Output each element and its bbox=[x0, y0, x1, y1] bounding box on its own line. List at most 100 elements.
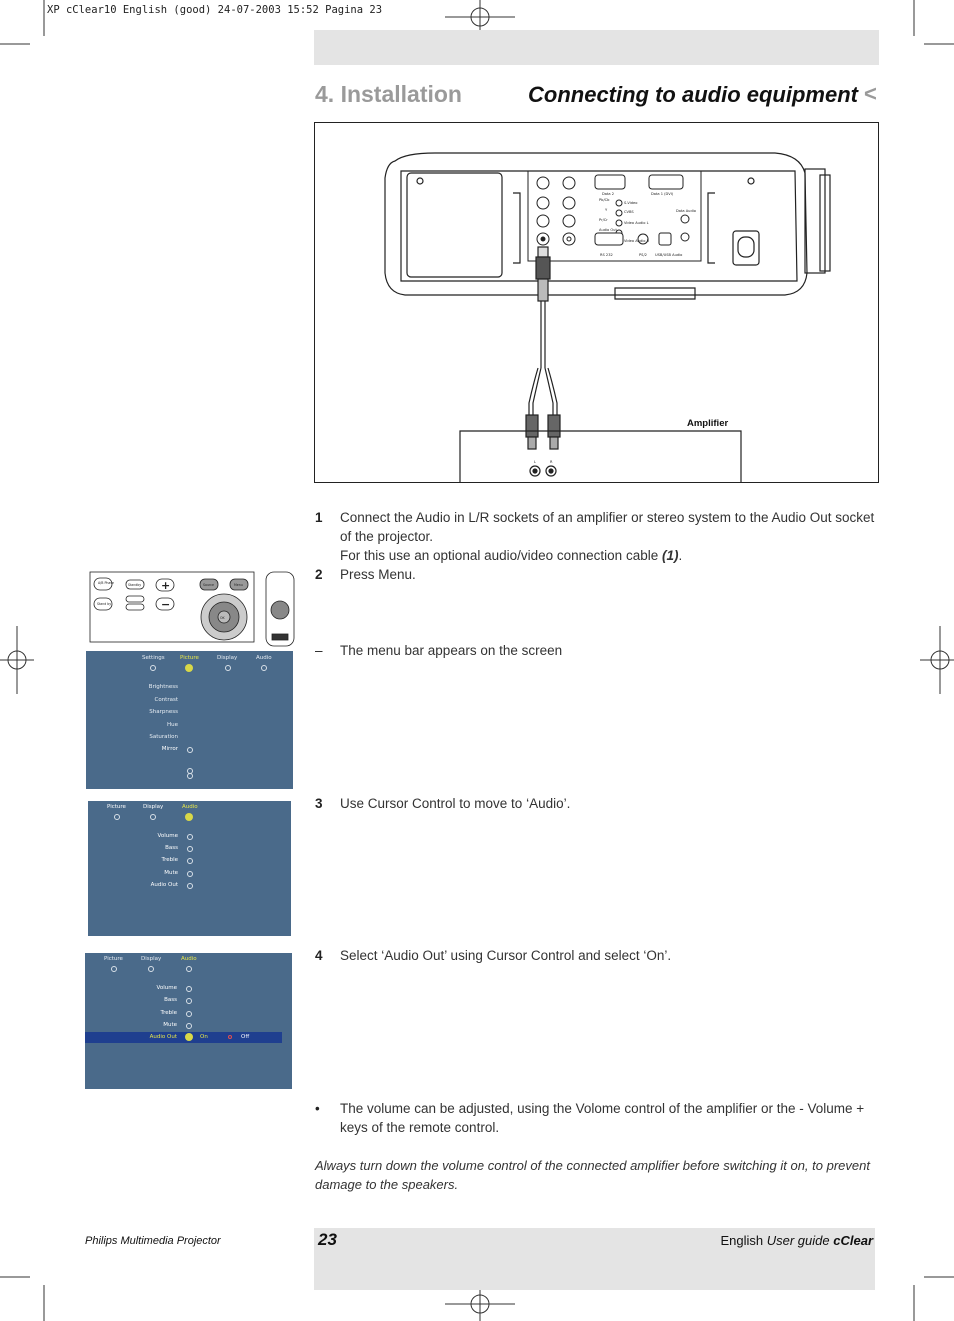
port-label-rs232: RS 232 bbox=[600, 253, 613, 257]
dash-marker: – bbox=[315, 643, 323, 658]
osd3-tab-dot bbox=[111, 966, 117, 972]
osd3-item-audio-out: Audio Out bbox=[149, 1034, 177, 1040]
port-label-data-audio: Data Audio bbox=[676, 209, 696, 213]
step-2-text: Press Menu. bbox=[340, 567, 416, 582]
port-label-cvbs: CVBS bbox=[624, 210, 634, 214]
footer-product: Philips Multimedia Projector bbox=[85, 1235, 221, 1247]
page-number: 23 bbox=[318, 1230, 337, 1249]
stand-by-label: Stand by bbox=[97, 602, 111, 606]
projector-illustration: Data 2 Data 1 (DVI) Data Audio S-Video C… bbox=[384, 152, 831, 482]
control-panel-illustration: A/B Phase Standby Source Menu Stand by O… bbox=[89, 571, 295, 647]
menu-button bbox=[229, 578, 249, 591]
step-1-tail: . bbox=[678, 548, 683, 563]
osd2-item-dot bbox=[187, 858, 193, 864]
osd2-tab-display: Display bbox=[143, 804, 164, 810]
osd3-item-mute: Mute bbox=[163, 1022, 177, 1028]
ab-phase-label: A/B Phase bbox=[98, 581, 114, 585]
osd1-item-sharpness: Sharpness bbox=[149, 709, 178, 715]
port-label-ps2: PS/2 bbox=[639, 253, 647, 257]
step-1: 1 Connect the Audio in L/R sockets of an… bbox=[315, 508, 880, 568]
osd-picture-menu: Settings Picture Display Audio Brightnes… bbox=[86, 651, 293, 789]
caution-note: Always turn down the volume control of t… bbox=[315, 1158, 870, 1192]
osd1-selected-indicator bbox=[185, 664, 193, 672]
port-label-data2: Data 2 bbox=[602, 192, 614, 196]
osd2-item-dot bbox=[187, 871, 193, 877]
amplifier-label: Amplifier bbox=[687, 418, 728, 429]
standby-label: Standby bbox=[128, 583, 141, 587]
port-label-audio-out: Audio Out bbox=[599, 228, 617, 232]
osd2-tab-dot bbox=[150, 814, 156, 820]
minus-button bbox=[155, 597, 175, 611]
osd3-item-dot bbox=[186, 998, 192, 1004]
step-1-text: Connect the Audio in L/R sockets of an a… bbox=[340, 510, 875, 544]
back-arrow-icon: < bbox=[864, 81, 877, 106]
osd1-item-dot bbox=[187, 747, 193, 753]
menu-label: Menu bbox=[234, 583, 243, 587]
port-label-svideo: S-Video bbox=[624, 201, 637, 205]
osd3-item-bass: Bass bbox=[164, 997, 177, 1003]
osd1-tab-settings: Settings bbox=[142, 655, 165, 661]
amp-port-label-l: L bbox=[534, 460, 536, 464]
source-button bbox=[199, 578, 219, 591]
osd3-tab-dot bbox=[186, 966, 192, 972]
osd2-item-audio-out: Audio Out bbox=[150, 882, 178, 888]
step-3-number: 3 bbox=[315, 796, 323, 811]
port-label-data1: Data 1 (DVI) bbox=[651, 192, 674, 196]
ab-phase-button bbox=[93, 577, 113, 591]
amp-port-label-r: R bbox=[550, 460, 553, 464]
step-2-number: 2 bbox=[315, 567, 323, 582]
osd2-item-bass: Bass bbox=[165, 845, 178, 851]
osd3-option-on: On bbox=[200, 1034, 208, 1040]
step-3-text: Use Cursor Control to move to ‘Audio’. bbox=[340, 796, 571, 811]
minus-icon: − bbox=[161, 598, 170, 611]
osd3-tab-display: Display bbox=[141, 956, 162, 962]
step-4-text: Select ‘Audio Out’ using Cursor Control … bbox=[340, 948, 672, 963]
osd2-item-dot bbox=[187, 846, 193, 852]
step-2-result: – The menu bar appears on the screen bbox=[315, 641, 880, 661]
osd2-item-dot bbox=[187, 834, 193, 840]
footer-user-guide: User guide bbox=[766, 1233, 830, 1248]
osd-audio-out-menu: Picture Display Audio Volume Bass Treble… bbox=[85, 953, 292, 1089]
footer-language: English bbox=[720, 1233, 764, 1248]
step-1-number: 1 bbox=[315, 510, 323, 525]
osd3-highlight-row bbox=[85, 1032, 282, 1043]
osd2-item-dot bbox=[187, 883, 193, 889]
port-label-y: Y bbox=[605, 208, 608, 212]
osd3-tab-audio: Audio bbox=[181, 956, 197, 962]
osd1-tab-dot bbox=[225, 665, 231, 671]
osd3-tab-dot bbox=[148, 966, 154, 972]
osd2-item-treble: Treble bbox=[161, 857, 178, 863]
osd2-selected-indicator bbox=[185, 813, 193, 821]
printer-slug: XP cClear10 English (good) 24-07-2003 15… bbox=[47, 4, 383, 16]
footer-guide: English User guide cClear bbox=[720, 1233, 873, 1248]
section-number: 4. Installation bbox=[315, 81, 462, 107]
step-2: 2 Press Menu. bbox=[315, 565, 880, 585]
osd3-item-dot bbox=[186, 1023, 192, 1029]
plus-icon: + bbox=[161, 579, 170, 592]
page-title: Connecting to audio equipment bbox=[528, 82, 858, 107]
port-label-usb: USB/USB Audio bbox=[655, 253, 682, 257]
standby-button bbox=[125, 579, 145, 590]
osd3-tab-picture: Picture bbox=[104, 956, 123, 962]
osd1-item-contrast: Contrast bbox=[154, 697, 178, 703]
osd2-item-volume: Volume bbox=[157, 833, 178, 839]
step-2-result-text: The menu bar appears on the screen bbox=[340, 643, 563, 658]
osd1-item-hue: Hue bbox=[166, 722, 178, 728]
step-4-number: 4 bbox=[315, 948, 323, 963]
header-band bbox=[314, 30, 879, 65]
osd3-item-dot bbox=[186, 1011, 192, 1017]
footer-band bbox=[314, 1228, 875, 1290]
osd1-tab-display: Display bbox=[217, 655, 238, 661]
osd3-item-treble: Treble bbox=[160, 1010, 177, 1016]
osd2-tab-picture: Picture bbox=[107, 804, 126, 810]
step-1-text2: For this use an optional audio/video con… bbox=[340, 548, 662, 563]
stand-by-button bbox=[93, 597, 113, 611]
osd-audio-menu: Picture Display Audio Volume Bass Treble… bbox=[88, 801, 291, 936]
osd2-item-mute: Mute bbox=[164, 870, 178, 876]
osd1-tab-audio: Audio bbox=[256, 655, 272, 661]
osd1-tab-dot bbox=[261, 665, 267, 671]
port-label-video-audio-r: Video Audio R bbox=[624, 239, 650, 243]
osd2-tab-dot bbox=[114, 814, 120, 820]
footer-brand: cClear bbox=[833, 1233, 873, 1248]
